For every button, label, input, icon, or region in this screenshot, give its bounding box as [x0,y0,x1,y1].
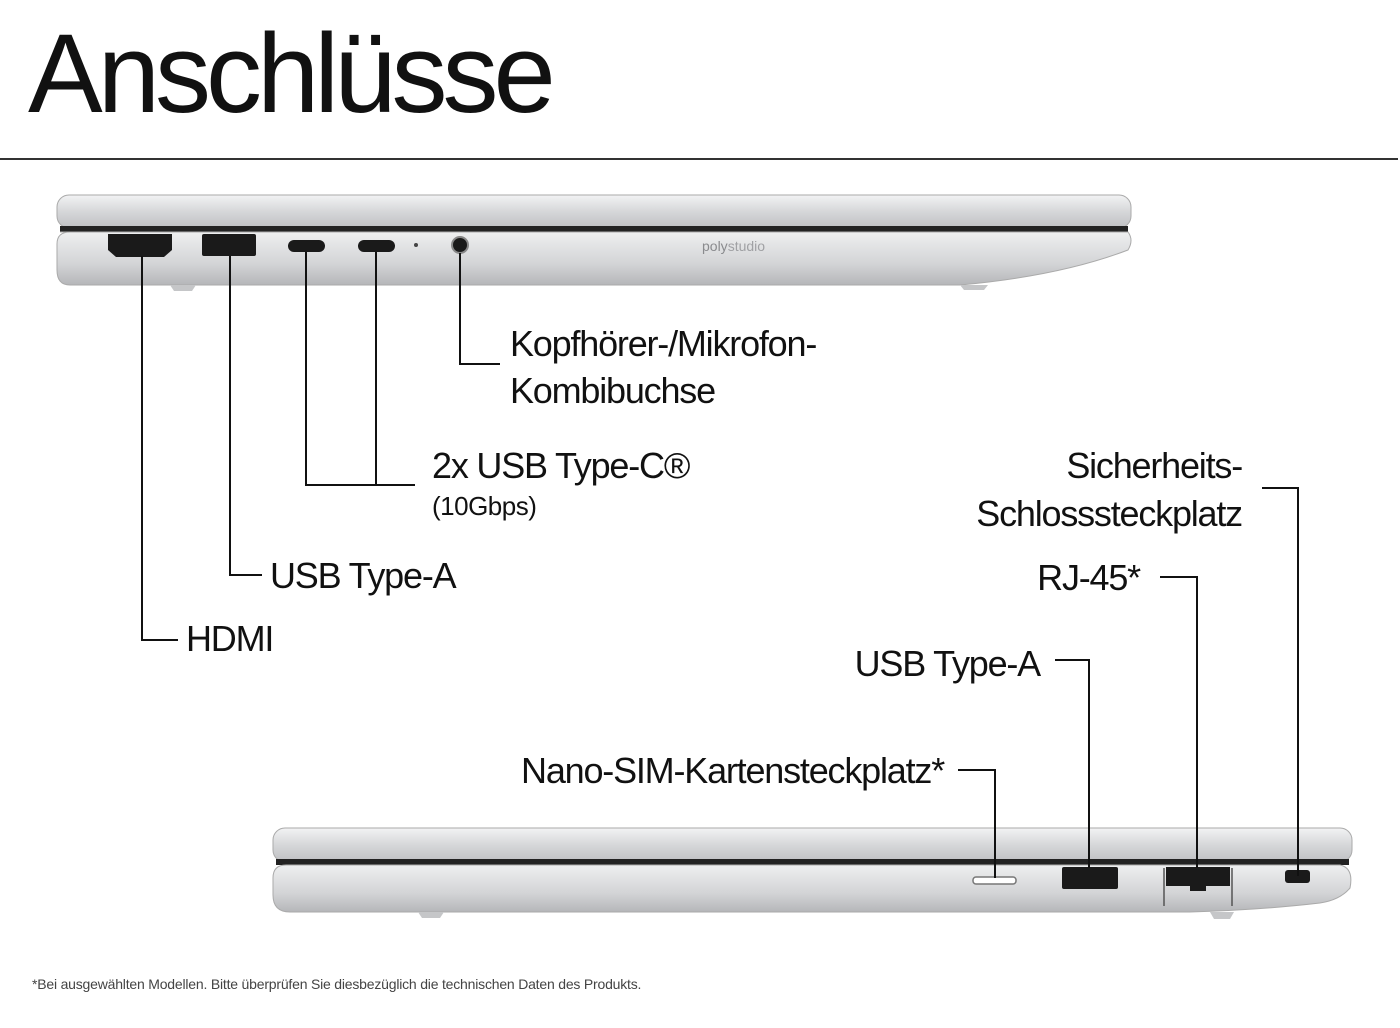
label-headphone-line2: Kombibuchse [510,370,716,411]
led-indicator-icon [414,243,418,247]
label-usb-a-right: USB Type-A [854,643,1042,684]
label-nano-sim: Nano-SIM-Kartensteckplatz* [521,750,945,791]
laptop-right-side [272,827,1353,919]
label-headphone-line1: Kopfhörer-/Mikrofon- [510,323,817,364]
label-usb-c-speed: (10Gbps) [432,491,537,521]
label-rj45: RJ-45* [1037,557,1141,598]
divider [0,158,1398,160]
leader-lines [141,252,1299,878]
label-hdmi: HDMI [186,618,274,659]
label-usb-a-left: USB Type-A [270,555,457,596]
security-lock-slot-icon [1285,870,1310,883]
label-usb-c: 2x USB Type-C® [432,445,690,486]
label-lock-line2: Schlosssteckplatz [976,493,1243,534]
usb-a-port-icon [1062,867,1118,889]
usb-c-port-icon [288,240,325,252]
usb-c-port-icon [358,240,395,252]
laptop-left-side: polystudio [56,194,1132,291]
brand-logo: polystudio [702,238,765,254]
sim-slot-icon [972,876,1017,885]
footnote: *Bei ausgewählten Modellen. Bitte überpr… [32,976,642,992]
rj45-port-icon [1166,867,1230,891]
audio-jack-icon [451,236,469,254]
hdmi-port-icon [108,234,172,257]
usb-a-port-icon [202,234,256,256]
label-lock-line1: Sicherheits- [1066,445,1243,486]
page-title: Anschlüsse [28,11,556,136]
